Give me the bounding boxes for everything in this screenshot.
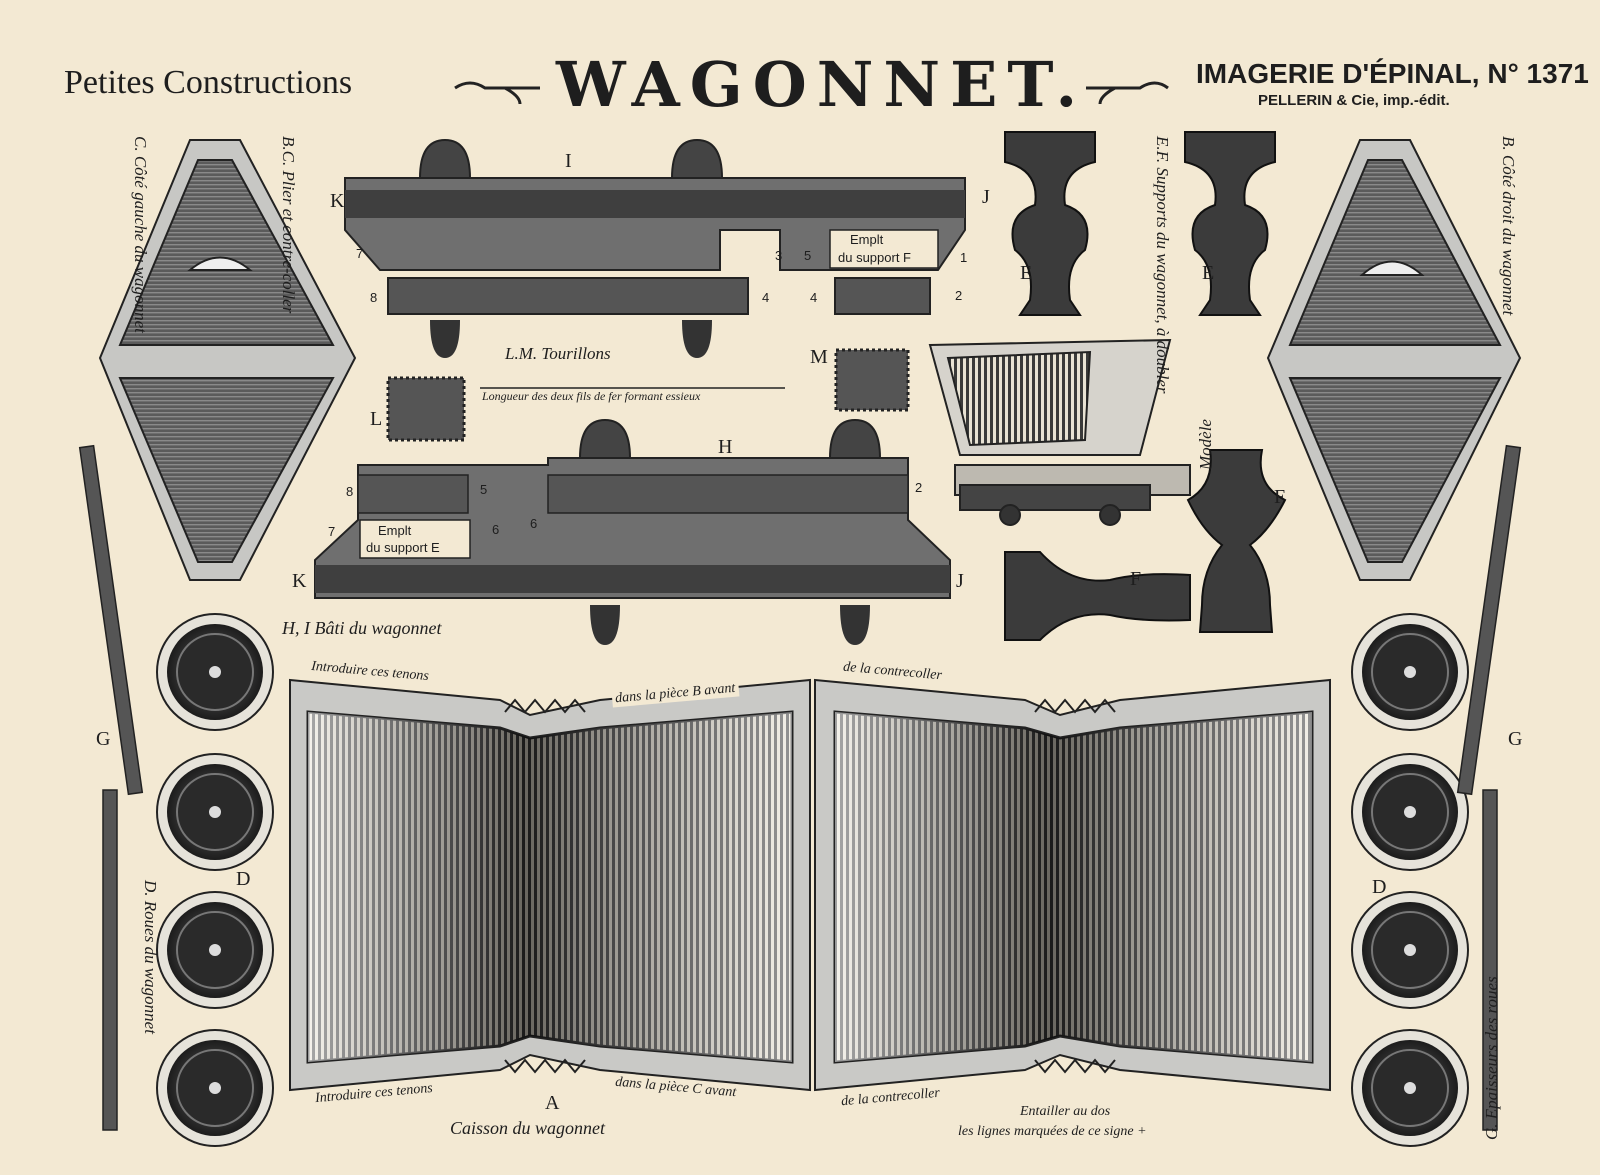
letter-J-top: J <box>982 186 990 208</box>
tenons-top-right <box>1034 698 1116 714</box>
letter-K-top: K <box>330 190 345 212</box>
support-E-1 <box>1004 131 1096 316</box>
wheel-strip-G-right <box>1456 444 1522 796</box>
tab-number-6: 6 <box>492 522 500 537</box>
label-empl-E-2: du support E <box>366 540 440 555</box>
wheels-right <box>1351 613 1469 1147</box>
tourillon-L <box>386 376 466 442</box>
letter-G-left: G <box>96 728 111 750</box>
label-model: Modèle <box>1196 419 1215 470</box>
header-main-title: WAGONNET. <box>556 48 1088 121</box>
label-EF-supports: E.F. Supports du wagonnet, à doubler <box>1153 136 1172 394</box>
label-empl-F-2: du support F <box>838 250 911 265</box>
side-piece-B <box>1266 139 1522 581</box>
label-epaisseurs: G. Epaisseurs des roues <box>1482 976 1501 1140</box>
letter-A: A <box>545 1092 560 1114</box>
tab-number-2: 2 <box>955 288 963 303</box>
tab-number-2b: 2 <box>915 480 923 495</box>
label-caisson: Caisson du wagonnet <box>450 1118 606 1138</box>
frame-piece-H <box>314 418 951 645</box>
tab-number-1: 1 <box>960 250 968 265</box>
wheels-left <box>156 613 274 1147</box>
label-roues: D. Roues du wagonnet <box>141 880 160 1034</box>
letter-J-mid: J <box>956 570 964 592</box>
label-tourillons: L.M. Tourillons <box>505 344 611 363</box>
tourillon-M <box>834 348 910 412</box>
tab-number-8: 8 <box>370 290 378 305</box>
letter-E-2: E <box>1202 262 1215 284</box>
caisson-A-left <box>289 678 811 1092</box>
label-empl-E-1: Emplt <box>378 523 412 538</box>
label-side-B: B. Côté droit du wagonnet <box>1499 136 1518 316</box>
support-F-2 <box>1004 551 1191 641</box>
label-bati: H, I Bâti du wagonnet <box>282 618 442 638</box>
header-ornament-right <box>1086 81 1169 105</box>
letter-M: M <box>810 346 828 368</box>
tab-number-7: 7 <box>356 246 364 261</box>
wheel-strip-G-left-2 <box>102 789 118 1131</box>
model-illustration <box>928 338 1191 526</box>
label-entailler-2: les lignes marquées de ce signe + <box>958 1124 1147 1139</box>
label-BC-fold: B.C. Plier et contre-coller <box>279 136 298 314</box>
tab-number-4b: 4 <box>810 290 818 305</box>
tab-number-8b: 8 <box>346 484 354 499</box>
tab-number-4: 4 <box>762 290 770 305</box>
label-side-C: C. Côté gauche du wagonnet <box>131 136 150 333</box>
support-E-2 <box>1184 131 1276 316</box>
letter-I: I <box>565 150 572 172</box>
support-F-1 <box>1186 449 1287 633</box>
label-empl-F-1: Emplt <box>850 232 884 247</box>
letter-K-mid: K <box>292 570 307 592</box>
letter-G-right: G <box>1508 728 1523 750</box>
label-axles: Longueur des deux fils de fer formant es… <box>482 389 701 403</box>
header-publisher-sub: PELLERIN & Cie, imp.-édit. <box>1258 92 1450 109</box>
header-left-title: Petites Constructions <box>64 64 353 101</box>
letter-E-1: E <box>1020 262 1033 284</box>
wheel-strip-G-right-2 <box>1482 789 1498 1131</box>
letter-F-2: F <box>1130 568 1142 590</box>
letter-D-left: D <box>236 868 251 890</box>
letter-D-right: D <box>1372 876 1387 898</box>
letter-F-1: F <box>1274 486 1286 508</box>
header-ornament-left <box>454 81 540 105</box>
wheel-strip-G-left <box>78 444 144 796</box>
caisson-A-right <box>814 678 1331 1092</box>
tab-number-5: 5 <box>804 248 812 263</box>
side-piece-C <box>98 139 357 581</box>
tab-number-3: 3 <box>775 248 783 263</box>
letter-L: L <box>370 408 383 430</box>
tenons-bottom-right <box>1034 1058 1116 1074</box>
tenons-top-left <box>504 698 586 714</box>
tenons-bottom-left <box>504 1058 586 1074</box>
frame-piece-I <box>344 138 966 358</box>
tab-number-5b: 5 <box>480 482 488 497</box>
tab-number-7b: 7 <box>328 524 336 539</box>
header-publisher: IMAGERIE D'ÉPINAL, N° 1371 <box>1196 58 1589 89</box>
label-entailler-1: Entailler au dos <box>1020 1104 1111 1119</box>
tab-number-6b: 6 <box>530 516 538 531</box>
letter-H: H <box>718 436 733 458</box>
